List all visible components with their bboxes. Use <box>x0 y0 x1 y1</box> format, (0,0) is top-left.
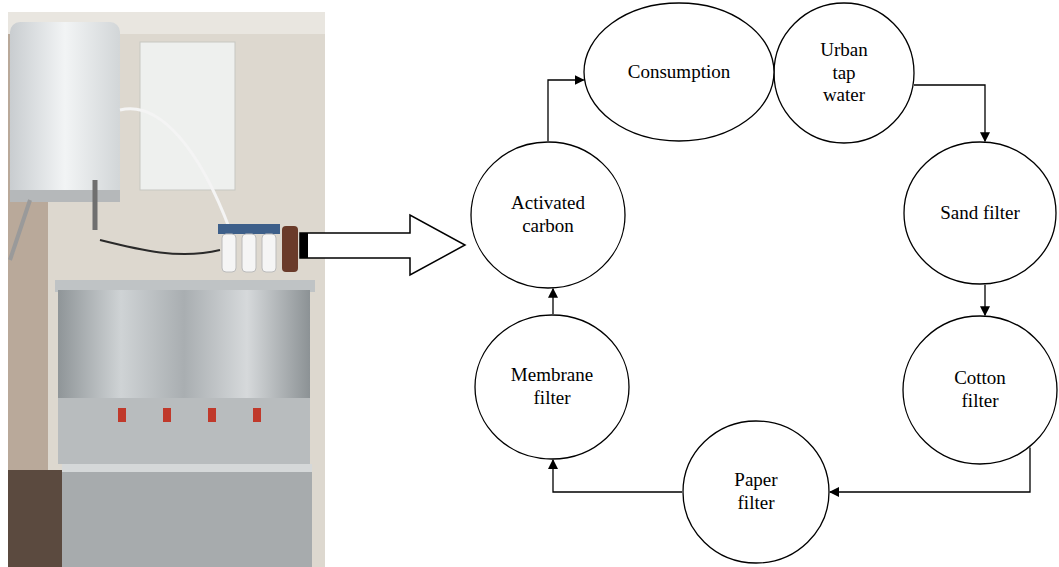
wall <box>8 12 325 567</box>
hollow-arrow <box>300 215 465 275</box>
node-label: Membrane filter <box>502 364 602 410</box>
drip-tray <box>62 464 312 472</box>
tap <box>163 408 171 422</box>
cable <box>100 240 220 254</box>
node-label: Cotton filter <box>945 367 1015 413</box>
flow-arrow <box>552 289 553 314</box>
cooler-front <box>58 398 310 464</box>
process-circle: Consumption <box>583 2 775 142</box>
tank-pipe <box>93 180 98 230</box>
node-label: Activated carbon <box>498 192 598 238</box>
filter-canister <box>222 234 236 272</box>
tank-stand <box>10 190 120 202</box>
circle-outline-shape <box>683 421 829 563</box>
water-tank <box>10 22 120 200</box>
flow-arrow <box>548 80 584 141</box>
process-circle: Cotton filter <box>902 315 1058 465</box>
tap <box>118 408 126 422</box>
filter-canister <box>262 234 276 272</box>
flow-arrow <box>984 285 985 315</box>
node-label: Consumption <box>628 61 730 84</box>
process-circle: Urban tap water <box>773 2 915 144</box>
stand-leg <box>10 200 30 260</box>
process-circle: Activated carbon <box>470 141 626 289</box>
circle-outline-shape <box>903 316 1057 464</box>
node-label: Urban tap water <box>813 39 875 107</box>
process-circle: Paper filter <box>682 420 830 564</box>
circle-outline-shape <box>471 142 625 288</box>
circle-outline-shape <box>475 315 629 459</box>
filter-head <box>218 224 280 234</box>
circle-outline-shape <box>774 3 914 143</box>
circle-outline-shape <box>584 3 774 141</box>
cooler-body <box>58 290 310 400</box>
process-circle: Membrane filter <box>474 314 630 460</box>
arrow-tail-bar <box>300 233 308 258</box>
filter-canister <box>242 234 256 272</box>
tap <box>253 408 261 422</box>
filter-canister <box>282 226 298 272</box>
flow-arrow <box>553 460 682 492</box>
floor <box>8 470 62 567</box>
node-label: Sand filter <box>940 202 1020 225</box>
process-circle: Sand filter <box>903 141 1057 285</box>
tap <box>208 408 216 422</box>
hose <box>120 109 230 230</box>
node-label: Paper filter <box>725 469 787 515</box>
cooler-base <box>62 464 312 567</box>
flow-arrow <box>914 85 985 141</box>
circle-outline-shape <box>904 142 1056 284</box>
